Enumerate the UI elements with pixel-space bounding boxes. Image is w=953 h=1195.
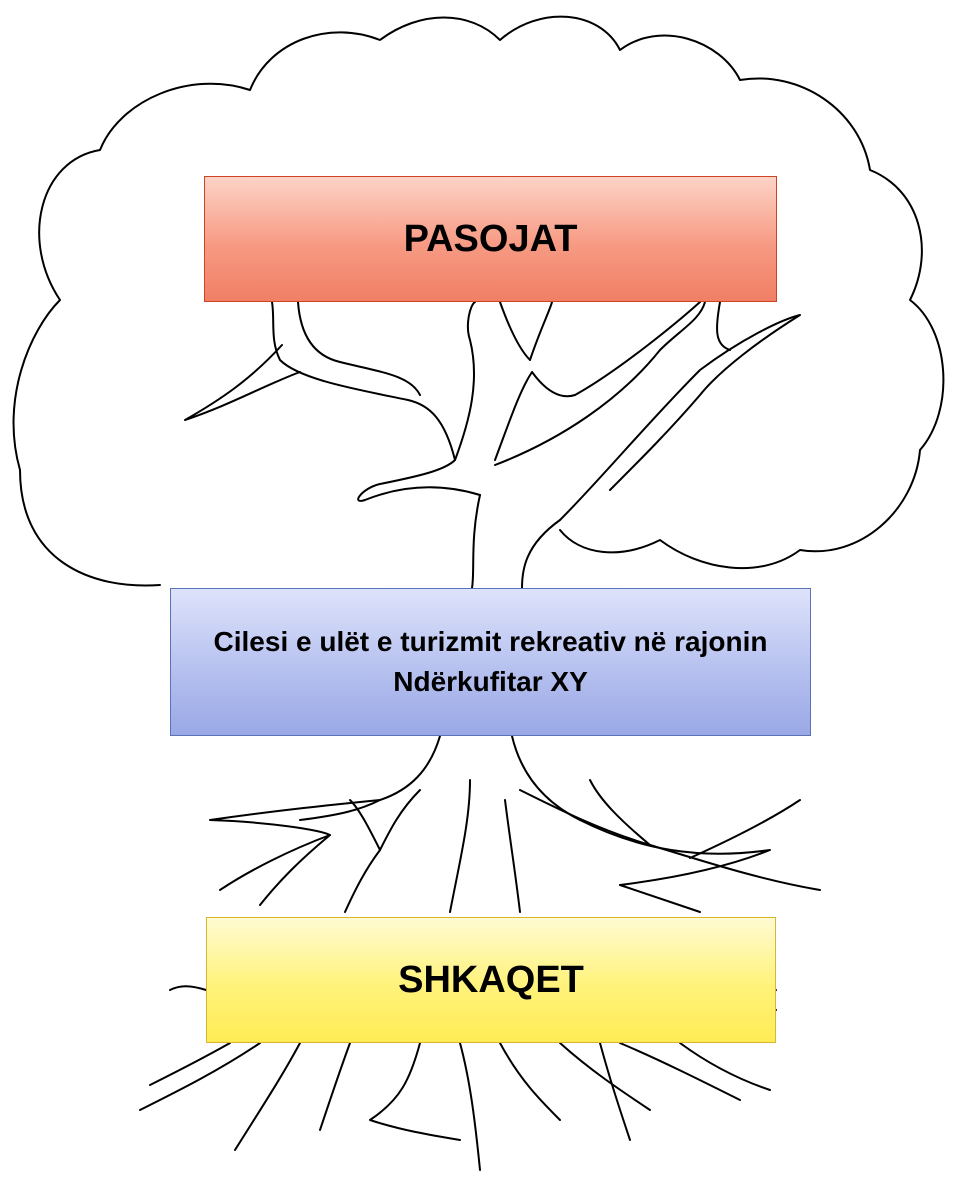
branch-right (494, 301, 706, 466)
root-bottom-right-4 (599, 1042, 631, 1141)
effects-label: PASOJAT (403, 217, 578, 260)
root-mid-2 (504, 799, 521, 913)
root-side-left (169, 985, 207, 991)
root-left-4 (344, 849, 381, 913)
root-left-2 (259, 834, 331, 906)
core-problem-box: Cilesi e ulët e turizmit rekreativ në ra… (170, 588, 811, 736)
root-bottom-left-2 (234, 1042, 301, 1151)
root-bottom-mid-1 (369, 1042, 461, 1141)
root-bottom-left-1 (139, 1042, 261, 1111)
branch-mid-right (499, 301, 553, 361)
branch-center (494, 371, 576, 461)
branch-right-far (559, 314, 801, 521)
branch-left-fork (184, 344, 301, 421)
root-bottom-right-2 (619, 1042, 741, 1101)
root-right-3 (649, 844, 821, 891)
trunk-lower-right (511, 735, 581, 821)
trunk-left-edge (471, 494, 481, 589)
trunk-right-edge (521, 519, 561, 589)
branch-left (271, 301, 481, 502)
causes-label: SHKAQET (398, 958, 584, 1001)
root-mid-1 (449, 779, 471, 913)
branch-mid (454, 301, 476, 461)
tree-crown-outline (12, 15, 945, 587)
trunk-lower-left (299, 735, 441, 821)
branch-right-upper (574, 301, 701, 396)
root-bottom-mid-3 (499, 1042, 561, 1121)
root-bottom-right-1 (559, 1042, 651, 1111)
root-bottom-mid-2 (459, 1042, 481, 1171)
root-bottom-right-3 (679, 1042, 771, 1091)
branch-left-inner (297, 301, 421, 396)
root-bottom-left-3 (319, 1042, 351, 1131)
branch-right-small (716, 301, 731, 351)
effects-box: PASOJAT (204, 176, 777, 302)
root-right-5 (619, 884, 701, 913)
root-left-1 (209, 799, 381, 891)
root-bottom-left-4 (149, 1042, 231, 1086)
root-right-4 (689, 799, 801, 859)
root-right-2 (579, 819, 771, 886)
causes-box: SHKAQET (206, 917, 776, 1043)
core-problem-label: Cilesi e ulët e turizmit rekreativ në ra… (213, 626, 768, 697)
